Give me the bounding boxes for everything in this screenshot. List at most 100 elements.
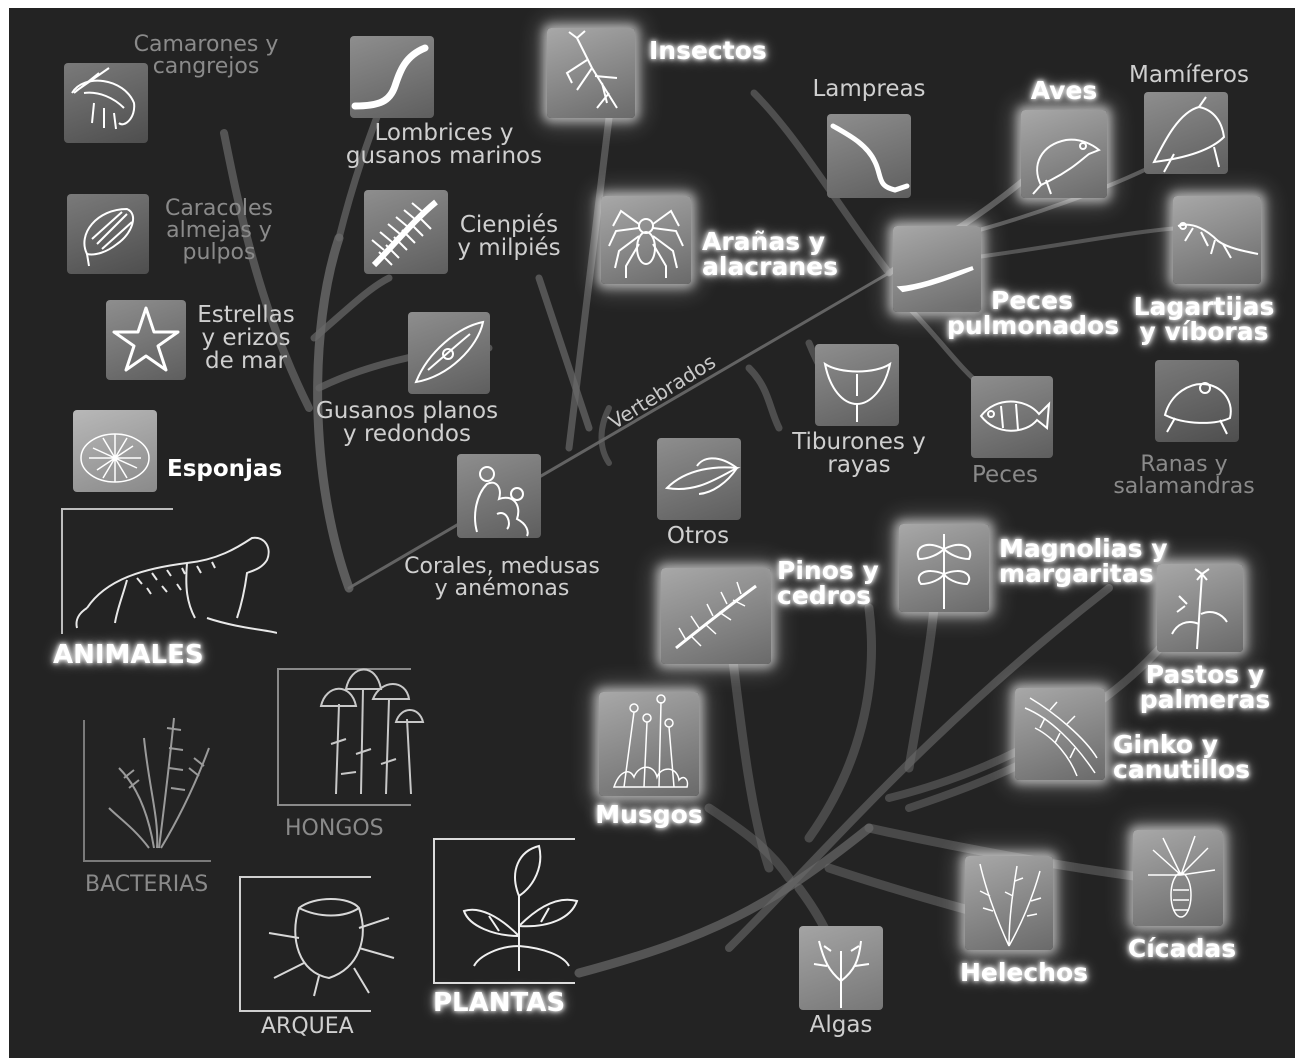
worm-icon <box>351 44 429 110</box>
branch-insect <box>565 114 613 452</box>
arquea-frame <box>239 876 371 1012</box>
centipede-icon <box>371 199 438 268</box>
cienpies-tile[interactable] <box>364 190 448 274</box>
starfish-icon <box>112 306 180 372</box>
lamprey-icon <box>830 123 910 193</box>
algas-label: Algas <box>809 1012 873 1038</box>
lampreas-tile[interactable] <box>827 114 911 198</box>
plantas-label: PLANTAS <box>433 988 566 1018</box>
insectos-label: Insectos <box>649 36 767 65</box>
caracoles-tile[interactable] <box>67 194 149 274</box>
plantas-frame <box>433 838 575 984</box>
aranas-tile[interactable] <box>601 196 691 284</box>
esponjas-tile[interactable] <box>73 410 157 492</box>
gusanos-tile[interactable] <box>408 312 490 394</box>
branch-plant-c <box>904 603 939 773</box>
plant-icon <box>462 844 579 971</box>
frog-icon <box>1163 382 1232 435</box>
corales-tile[interactable] <box>457 454 541 538</box>
pine-icon <box>675 581 757 650</box>
ocelot-icon <box>75 536 277 634</box>
lombrices-tile[interactable] <box>350 36 434 118</box>
aves-tile[interactable] <box>1021 110 1107 198</box>
pinos-tile[interactable] <box>661 568 771 664</box>
lagartijas-tile[interactable] <box>1173 196 1261 284</box>
peces-label: Peces <box>972 462 1038 488</box>
branch-animal-trunk <box>313 233 354 593</box>
cicadas-tile[interactable] <box>1133 830 1223 926</box>
cycad-icon <box>1148 835 1216 918</box>
insectos-tile[interactable] <box>547 28 635 118</box>
anteater-icon <box>1152 96 1226 173</box>
spider-icon <box>608 209 684 278</box>
peces-tile[interactable] <box>971 376 1053 458</box>
moss-icon <box>612 694 689 788</box>
hongos-illustration[interactable] <box>301 644 451 804</box>
pastos-tile[interactable] <box>1157 564 1243 652</box>
bacterias-illustration[interactable] <box>99 708 219 858</box>
animales-illustration[interactable] <box>67 518 277 638</box>
shrimp-icon <box>71 67 136 130</box>
branch-plant-main <box>725 584 1113 952</box>
bacteria-icon <box>108 717 210 849</box>
otros-label: Otros <box>666 523 730 549</box>
branch-plant-trunk <box>574 823 874 978</box>
lizard-icon <box>1177 222 1259 259</box>
squid-icon <box>664 457 741 495</box>
horsetail-icon <box>1024 697 1098 777</box>
lampreas-label: Lampreas <box>812 76 926 102</box>
grass-icon <box>1171 568 1228 650</box>
plantas-illustration[interactable] <box>449 836 589 976</box>
branch-lagartijas <box>967 226 1181 260</box>
algae-icon <box>813 940 870 1008</box>
ranas-tile[interactable] <box>1155 360 1239 442</box>
mamiferos-label: Mamíferos <box>1129 62 1249 88</box>
magnolias-tile[interactable] <box>899 524 989 612</box>
helechos-label: Helechos <box>959 958 1089 987</box>
bacterias-label: BACTERIAS <box>85 872 209 897</box>
tiburones-tile[interactable] <box>815 344 899 426</box>
flatworm-icon <box>414 320 485 384</box>
branch-animal-mid <box>310 274 393 342</box>
magnolia-icon <box>916 534 972 609</box>
arquea-illustration[interactable] <box>259 878 399 998</box>
camarones-tile[interactable] <box>64 63 148 143</box>
helechos-tile[interactable] <box>965 856 1053 950</box>
branch-plant-i <box>704 803 794 883</box>
branch-main-animal <box>347 271 891 590</box>
algas-tile[interactable] <box>799 926 883 1010</box>
snail-icon <box>83 207 135 267</box>
peces-pulmonados-tile[interactable] <box>893 226 981 312</box>
fern-icon <box>979 863 1042 947</box>
musgos-tile[interactable] <box>599 692 699 796</box>
archaea-icon <box>268 898 395 997</box>
mushroom-icon <box>319 668 425 795</box>
mamiferos-tile[interactable] <box>1144 92 1228 174</box>
musgos-label: Musgos <box>595 800 703 829</box>
hongos-frame <box>277 668 411 806</box>
ginko-tile[interactable] <box>1015 688 1105 780</box>
sponge-icon <box>80 433 150 483</box>
branch-vert-1 <box>745 364 783 432</box>
estrellas-tile[interactable] <box>106 300 186 380</box>
lungfish-icon <box>896 266 974 293</box>
branch-lampreas <box>750 89 893 277</box>
branch-otros <box>598 405 612 466</box>
bacterias-frame <box>83 720 211 862</box>
cicadas-label: Cícadas <box>1127 934 1237 963</box>
branch-aranas <box>535 274 593 432</box>
otros-tile[interactable] <box>657 438 741 520</box>
